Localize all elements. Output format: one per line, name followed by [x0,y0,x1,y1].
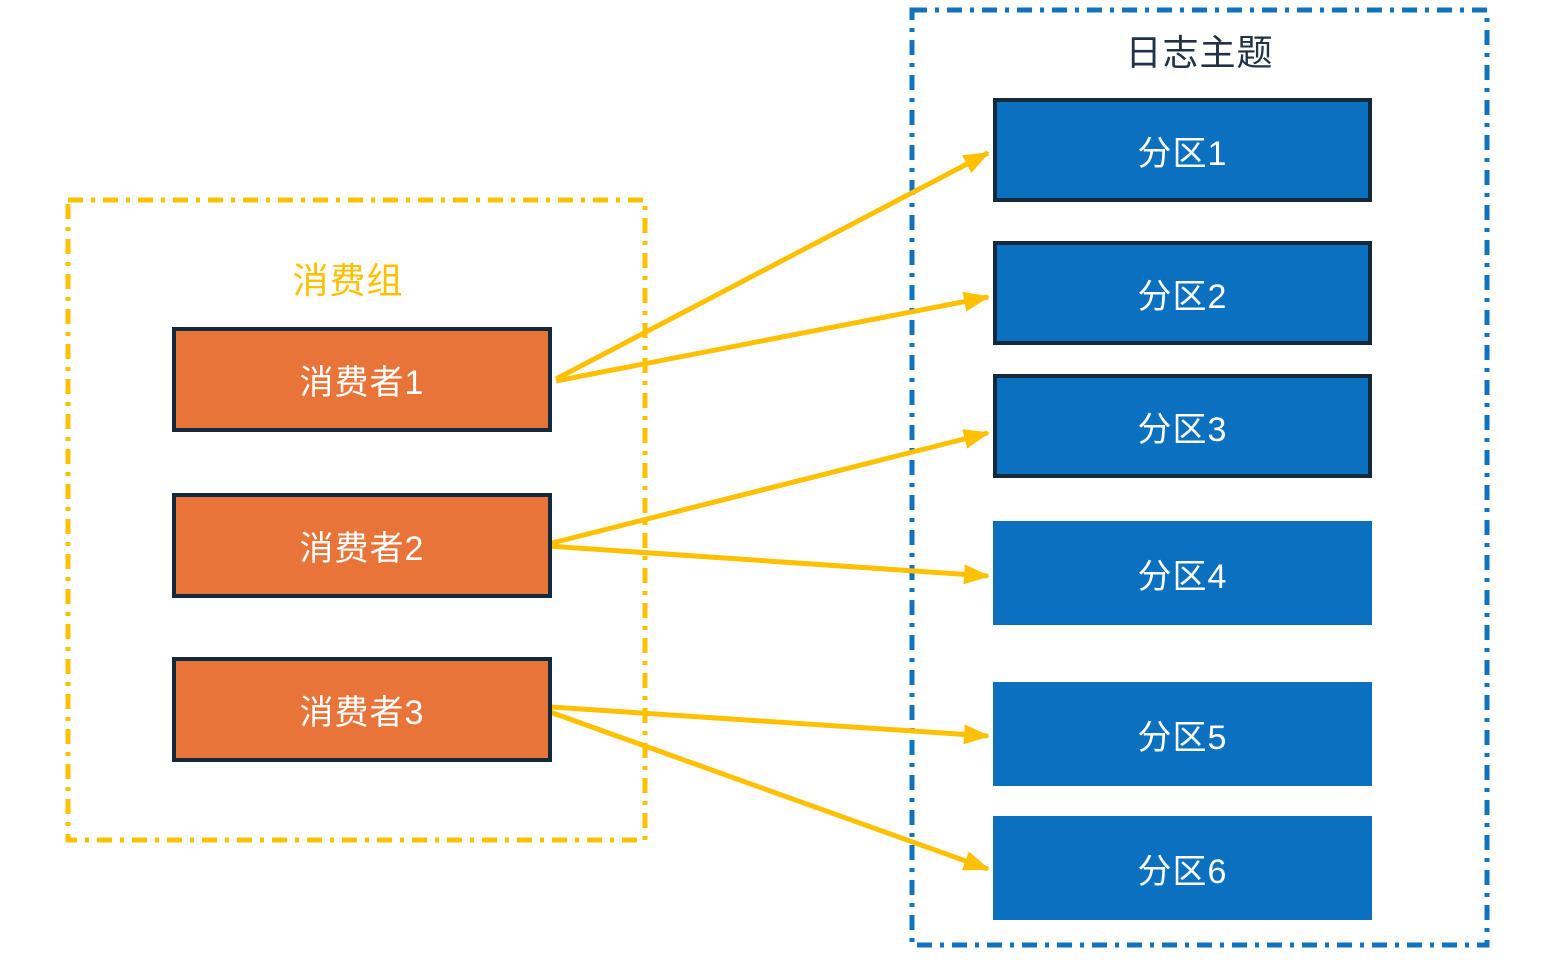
arrow-consumer3-to-partition5 [550,704,990,745]
arrow-consumer2-to-partition3 [547,429,990,547]
partition-3-box: 分区3 [993,374,1372,478]
log-topic-border [909,7,1490,948]
partition-4-label: 分区4 [1137,557,1228,596]
consumer-1-label: 消费者1 [299,364,425,402]
partition-2-box: 分区2 [993,241,1372,345]
consumer-2-box: 消费者2 [172,493,552,598]
partition-5-box: 分区5 [993,682,1372,786]
arrow-consumer1-to-partition1 [554,150,990,382]
consumer-2-label: 消费者2 [299,530,425,568]
consumer-1-box: 消费者1 [172,327,552,432]
partition-1-box: 分区1 [993,98,1372,202]
partition-3-label: 分区3 [1137,410,1228,449]
arrow-consumer1-to-partition2 [555,291,990,384]
partition-6-box: 分区6 [993,816,1372,920]
partition-4-box: 分区4 [993,521,1372,625]
consumer-3-label: 消费者3 [299,694,425,732]
log-topic-title: 日志主题 [1125,32,1274,73]
consumer-3-box: 消费者3 [172,657,552,762]
partition-5-label: 分区5 [1137,718,1228,757]
partition-1-label: 分区1 [1137,134,1228,173]
consumer-group-title: 消费组 [292,260,404,301]
consumer-group-border [65,197,648,843]
arrow-consumer3-to-partition6 [549,709,990,872]
partition-2-label: 分区2 [1137,277,1228,316]
arrow-consumer2-to-partition4 [547,543,990,585]
partition-6-label: 分区6 [1137,852,1228,891]
